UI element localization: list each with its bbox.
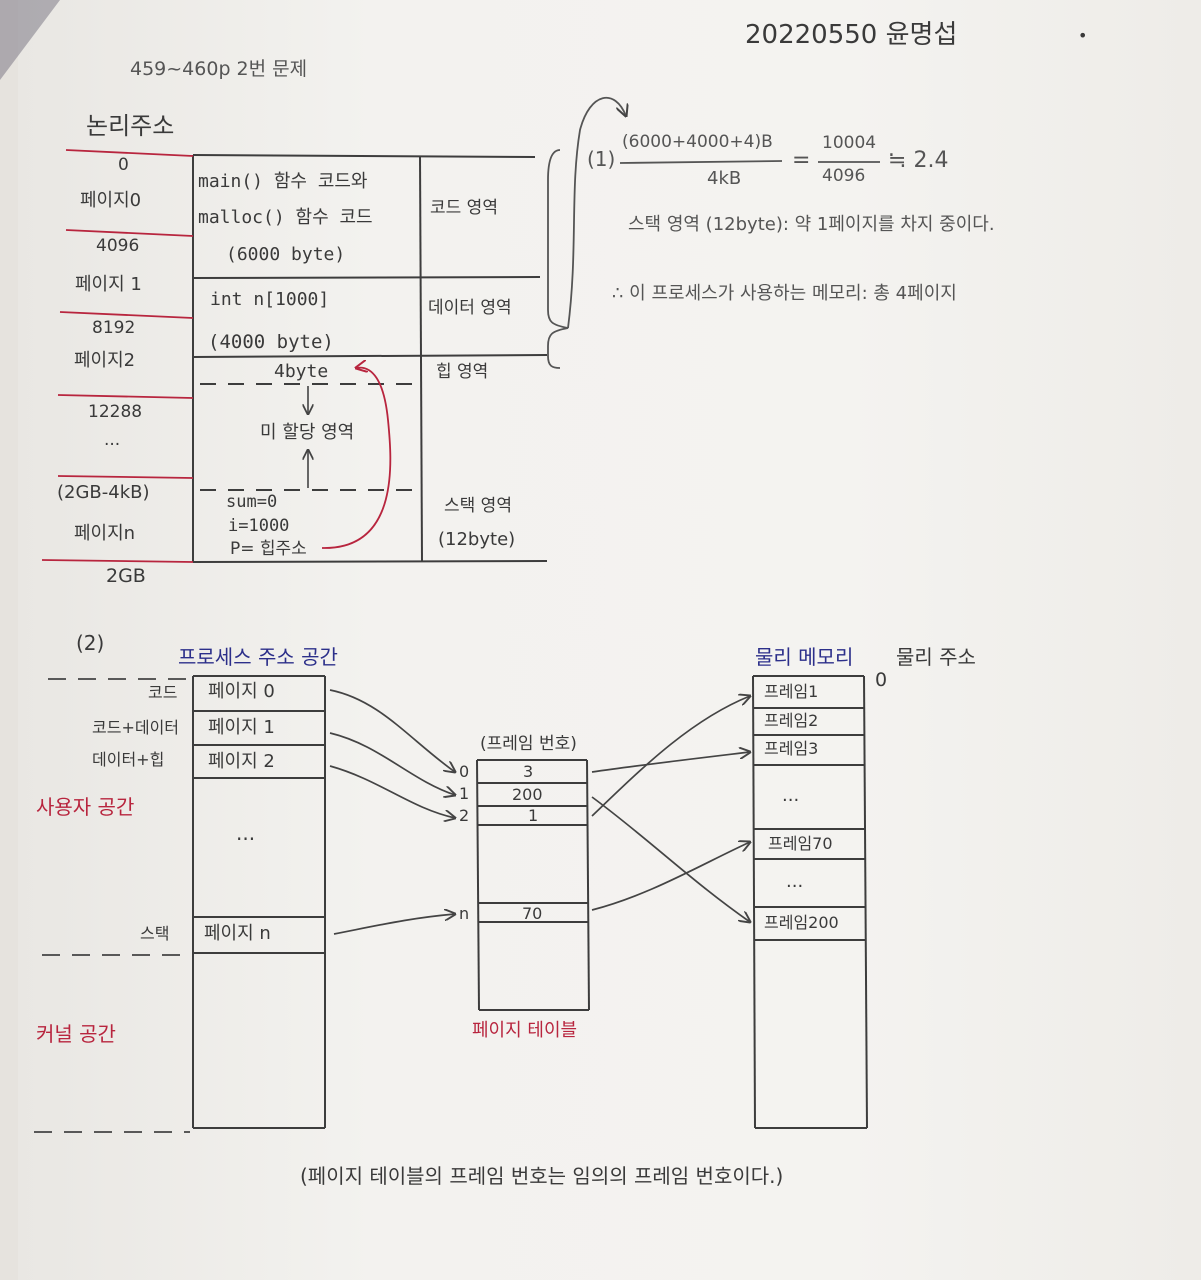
- logical-address-boxes: [192, 154, 548, 563]
- page-label-2: 페이지2: [74, 350, 136, 371]
- address-4096: 4096: [96, 236, 140, 256]
- frame-3: 프레임3: [764, 739, 819, 758]
- footnote: (페이지 테이블의 프레임 번호는 임의의 프레임 번호이다.): [300, 1164, 784, 1188]
- curved-arrow-to-answer: [567, 96, 626, 329]
- user-space-label: 사용자 공간: [36, 795, 135, 819]
- process-space-title: 프로세스 주소 공간: [178, 645, 338, 669]
- address-0: 0: [118, 155, 129, 175]
- calc-numerator: (6000+4000+4)B: [622, 132, 773, 152]
- data-box-line-1: int n[1000]: [210, 289, 330, 310]
- page-table-title: 페이지 테이블: [472, 1020, 578, 1041]
- stack-i: i=1000: [228, 516, 290, 536]
- frame-70: 프레임70: [768, 834, 833, 853]
- pt-index-n: n: [459, 904, 470, 923]
- address-dots: ...: [104, 430, 121, 450]
- process-address-space-boxes: [192, 675, 326, 1129]
- pt-value-0: 3: [523, 762, 534, 781]
- corner-mark: •: [1078, 26, 1088, 45]
- kernel-space-label: 커널 공간: [36, 1022, 116, 1046]
- pt-index-2: 2: [459, 806, 470, 825]
- process-page-1: 페이지 1: [208, 717, 275, 738]
- calc-equals: =: [792, 148, 811, 173]
- row-label-data-heap: 데이터+힙: [92, 750, 165, 769]
- process-dots: ...: [236, 821, 256, 845]
- address-8192: 8192: [92, 318, 136, 338]
- frame-2: 프레임2: [764, 711, 819, 730]
- paper-sheet: [18, 0, 1201, 1280]
- page-label-1: 페이지 1: [75, 274, 142, 295]
- row-label-code-data: 코드+데이터: [92, 718, 180, 737]
- page-label-0: 페이지0: [80, 190, 142, 211]
- pt-index-1: 1: [459, 784, 470, 803]
- calc-conclusion: ∴ 이 프로세스가 사용하는 메모리: 총 4페이지: [612, 283, 957, 304]
- page-label-n: 페이지n: [74, 523, 136, 544]
- code-box-line-1: main() 함수 코드와: [198, 171, 368, 192]
- mapping-arrows: [329, 689, 750, 935]
- part2-number: (2): [76, 631, 105, 655]
- row-label-code: 코드: [148, 683, 178, 702]
- frame-1: 프레임1: [764, 682, 819, 701]
- brace: [547, 149, 569, 369]
- process-page-0: 페이지 0: [208, 681, 275, 702]
- code-box-size: (6000 byte): [226, 244, 346, 265]
- assignment-title: 459~460p 2번 문제: [130, 58, 308, 80]
- frame-200: 프레임200: [764, 913, 839, 932]
- calc-result: ≒ 2.4: [888, 148, 949, 173]
- unallocated-region: 미 할당 영역: [260, 422, 355, 443]
- region-stack: 스택 영역: [444, 496, 512, 516]
- address-space-dashes: [34, 678, 190, 1133]
- address-2gb: 2GB: [106, 565, 146, 587]
- calc-stack-note: 스택 영역 (12byte): 약 1페이지를 차지 중이다.: [628, 214, 995, 235]
- calc-denominator: 4kB: [707, 168, 742, 189]
- pt-value-1: 200: [512, 785, 543, 804]
- process-page-n: 페이지 n: [204, 923, 271, 944]
- physical-address-label: 물리 주소: [896, 645, 976, 669]
- page-boundary-red-lines: [41, 149, 194, 563]
- pt-value-2: 1: [528, 806, 539, 825]
- region-data: 데이터 영역: [428, 298, 512, 318]
- physical-memory-title: 물리 메모리: [755, 645, 854, 669]
- process-page-2: 페이지 2: [208, 751, 275, 772]
- heap-pointer-arrow: [321, 368, 392, 549]
- calc-frac2-denominator: 4096: [822, 166, 866, 186]
- pt-index-0: 0: [459, 762, 470, 781]
- data-box-size: (4000 byte): [208, 331, 334, 353]
- region-heap: 힙 영역: [436, 362, 489, 382]
- folded-corner-shadow: [0, 0, 60, 80]
- pt-value-n: 70: [522, 904, 543, 923]
- calc-frac2-numerator: 10004: [822, 133, 877, 153]
- fraction-bar-1: [619, 160, 783, 164]
- stack-p: P= 힙주소: [230, 539, 307, 559]
- logical-address-title: 논리주소: [86, 112, 175, 140]
- region-stack-size: (12byte): [438, 529, 516, 550]
- region-code: 코드 영역: [430, 198, 498, 218]
- page-table-boxes: [476, 759, 590, 1011]
- physical-memory-boxes: [752, 675, 868, 1129]
- frame-dots-1: ...: [782, 785, 800, 806]
- address-2gb-4kb: (2GB-4kB): [57, 482, 150, 503]
- student-id-name: 20220550 윤명섭: [745, 20, 958, 50]
- stack-sum: sum=0: [226, 492, 278, 512]
- calc-number: (1): [587, 147, 616, 171]
- frame-dots-2: ...: [786, 871, 804, 892]
- code-box-line-2: malloc() 함수 코드: [198, 207, 373, 228]
- physical-address-zero: 0: [875, 669, 888, 691]
- page-table-header: (프레임 번호): [480, 734, 577, 754]
- heap-box-size: 4byte: [274, 361, 329, 382]
- address-12288: 12288: [88, 402, 143, 422]
- row-label-stack: 스택: [140, 924, 170, 943]
